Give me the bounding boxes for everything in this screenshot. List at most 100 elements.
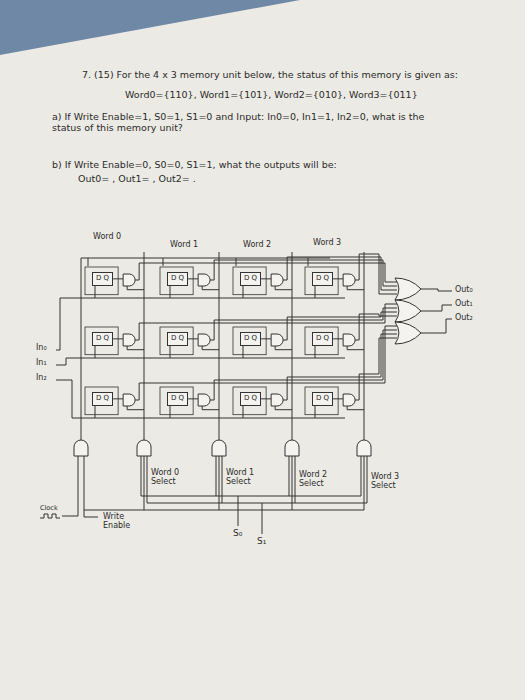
flip-flop-pins: D Q: [316, 334, 329, 342]
q-wire: [188, 278, 198, 279]
read-and-gate: [343, 274, 355, 286]
text-label: 7. (15) For the 4 x 3 memory unit below,…: [82, 70, 458, 81]
clock-and-gate: [74, 440, 88, 456]
q-wire: [261, 338, 271, 339]
text-label: a) If Write Enable=1, S0=1, S1=0 and Inp…: [52, 112, 452, 134]
text-label: Out₂: [455, 313, 473, 322]
output-line: [421, 319, 452, 333]
decoder-and-gate: [137, 440, 151, 456]
flip-flop: D Q: [312, 332, 333, 346]
data-in-wire: [95, 286, 96, 298]
s1-bus: [147, 503, 367, 504]
flip-flop-pins: D Q: [171, 274, 184, 282]
write-enable-line: [84, 456, 364, 510]
text-label: Word 3: [313, 238, 341, 247]
data-in-wire: [170, 406, 171, 418]
select-tap: [275, 346, 292, 350]
read-and-gate: [198, 274, 210, 286]
read-and-gate: [123, 394, 135, 406]
write-enable-pin: [84, 510, 98, 517]
flip-flop: D Q: [92, 332, 113, 346]
s1-tap: [367, 456, 368, 503]
data-in-wire: [243, 286, 244, 298]
text-label: Word 2 Select: [299, 470, 343, 488]
text-label: Clock: [40, 505, 58, 512]
clock-bus: [81, 258, 330, 440]
text-label: In₀: [36, 343, 47, 352]
word-select-line: [292, 252, 293, 440]
cell-frame: [233, 267, 266, 295]
text-label: Out₀: [455, 285, 473, 294]
text-label: Word0={110}, Word1={101}, Word2={010}, W…: [125, 90, 418, 101]
select-tap: [275, 286, 292, 290]
we-tap: [144, 456, 145, 510]
input-line: [56, 358, 345, 365]
q-wire: [113, 338, 123, 339]
data-in-wire: [315, 406, 316, 418]
text-label: Word 1: [170, 240, 198, 249]
data-in-wire: [95, 406, 96, 418]
read-bus: [355, 254, 397, 294]
text-label: Write Enable: [103, 512, 147, 530]
flip-flop-pins: D Q: [171, 394, 184, 402]
s0-bus: [141, 496, 361, 497]
data-in-wire: [95, 346, 96, 358]
cell-frame: [160, 267, 193, 295]
cell-frame: [85, 387, 118, 415]
flip-flop-pins: D Q: [244, 334, 257, 342]
q-wire: [113, 398, 123, 399]
q-wire: [261, 398, 271, 399]
q-wire: [188, 338, 198, 339]
flip-flop-pins: D Q: [96, 334, 109, 342]
read-bus: [355, 338, 397, 400]
flip-flop: D Q: [167, 392, 188, 406]
clock-tap: [236, 258, 237, 266]
select-tap: [127, 286, 144, 290]
read-and-gate: [343, 334, 355, 346]
read-and-gate: [123, 274, 135, 286]
clock-line: [62, 456, 78, 516]
text-label: Word 0 Select: [151, 468, 195, 486]
clock-symbol: [40, 514, 60, 518]
flip-flop-pins: D Q: [316, 274, 329, 282]
flip-flop: D Q: [92, 272, 113, 286]
cell-frame: [160, 327, 193, 355]
or-gate: [395, 300, 421, 322]
read-bus: [283, 257, 397, 290]
read-and-gate: [271, 334, 283, 346]
read-bus: [210, 330, 397, 400]
data-in-wire: [243, 346, 244, 358]
input-line: [56, 298, 345, 350]
diagram-area: [82, 248, 422, 466]
select-tap: [347, 406, 364, 410]
decoder-and-gate: [212, 440, 226, 456]
read-and-gate: [271, 274, 283, 286]
flip-flop: D Q: [312, 392, 333, 406]
cell-frame: [85, 267, 118, 295]
or-gate: [395, 322, 421, 344]
we-tap: [292, 456, 293, 510]
we-tap: [219, 456, 220, 510]
cell-frame: [305, 267, 338, 295]
q-wire: [333, 338, 343, 339]
flip-flop: D Q: [240, 392, 261, 406]
text-label: Word 3 Select: [371, 472, 415, 490]
flip-flop-pins: D Q: [244, 274, 257, 282]
text-label: Word 0: [93, 232, 121, 241]
read-bus: [210, 308, 397, 340]
flip-flop: D Q: [240, 272, 261, 286]
q-wire: [333, 278, 343, 279]
data-in-wire: [315, 286, 316, 298]
select-tap: [202, 286, 219, 290]
data-in-wire: [315, 346, 316, 358]
select-tap: [202, 406, 219, 410]
s0-tap: [216, 456, 217, 496]
flip-flop: D Q: [167, 272, 188, 286]
read-and-gate: [123, 334, 135, 346]
input-line: [56, 380, 345, 418]
read-bus: [210, 260, 397, 286]
we-tap: [364, 456, 365, 510]
select-tap: [275, 406, 292, 410]
or-gate: [395, 278, 421, 300]
